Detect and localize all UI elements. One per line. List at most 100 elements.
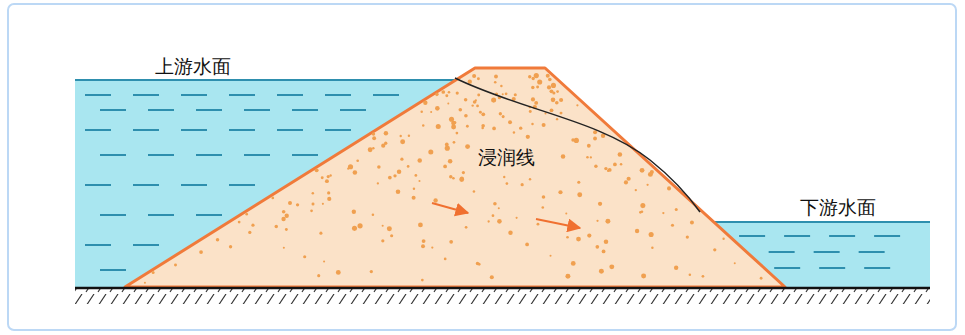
sand-dot [453, 141, 456, 144]
sand-dot [377, 182, 379, 184]
sand-dot [472, 74, 476, 78]
sand-dot [641, 210, 644, 213]
seepage-line-label: 浸润线 [478, 147, 535, 168]
sand-dot [574, 138, 579, 143]
sand-dot [390, 234, 393, 237]
sand-dot [271, 197, 274, 200]
sand-dot [620, 163, 623, 166]
sand-dot [478, 263, 481, 266]
sand-dot [508, 231, 512, 235]
water-dash [181, 129, 207, 131]
sand-dot [285, 228, 288, 231]
sand-dot [431, 246, 433, 248]
sand-dot [144, 282, 146, 284]
sand-dot [238, 221, 241, 224]
sand-dot [513, 131, 515, 133]
water-dash [292, 109, 318, 111]
sand-dot [421, 244, 425, 248]
sand-dot [534, 101, 538, 105]
sand-dot [296, 203, 299, 206]
water-dash [859, 251, 885, 253]
sand-dot [356, 159, 359, 162]
sand-dot [418, 180, 420, 182]
sand-dot [396, 189, 401, 194]
sand-dot [325, 179, 329, 183]
sand-dot [471, 104, 473, 106]
sand-dot [387, 226, 392, 231]
sand-dot [393, 174, 396, 177]
sand-dot [453, 121, 456, 124]
sand-dot [352, 210, 356, 214]
sand-dot [646, 184, 648, 186]
sand-dot [531, 86, 534, 89]
sand-dot [465, 144, 470, 149]
sand-dot [492, 127, 496, 131]
sand-dot [555, 101, 559, 105]
sand-dot [418, 223, 423, 228]
sand-dot [550, 255, 552, 257]
sand-dot [460, 176, 464, 180]
sand-dot [477, 77, 480, 80]
sand-dot [541, 206, 544, 209]
sand-dot [689, 274, 692, 277]
sand-dot [377, 165, 381, 169]
ground-line [75, 287, 930, 290]
water-dash [133, 94, 159, 96]
sand-dot [546, 74, 550, 78]
sand-dot [317, 274, 320, 277]
sand-dot [550, 108, 554, 112]
sand-dot [674, 266, 678, 270]
sand-dot [607, 170, 609, 172]
sand-dot [537, 79, 542, 84]
water-dash [229, 94, 255, 96]
water-dash [133, 184, 159, 186]
water-dash [148, 214, 174, 216]
sand-dot [608, 168, 612, 172]
sand-dot [491, 98, 496, 103]
sand-dot [594, 165, 597, 168]
sand-dot [556, 118, 558, 120]
sand-dot [571, 261, 576, 266]
sand-dot [275, 225, 278, 228]
sand-dot [604, 167, 607, 170]
sand-dot [713, 248, 716, 251]
sand-dot [477, 93, 480, 96]
water-dash [100, 109, 126, 111]
sand-dot [310, 209, 313, 212]
water-dash [148, 154, 174, 156]
sand-dot [702, 275, 705, 278]
sand-dot [595, 245, 599, 249]
sand-dot [558, 190, 562, 194]
sand-dot [635, 189, 637, 191]
sand-dot [493, 202, 497, 206]
sand-dot [605, 219, 610, 224]
sand-dot [282, 210, 286, 214]
sand-dot [525, 243, 529, 247]
sand-dot [368, 147, 373, 152]
water-dash [85, 94, 111, 96]
water-dash [244, 109, 270, 111]
sand-dot [635, 229, 639, 233]
sand-dot [576, 237, 581, 242]
sand-dot [505, 92, 508, 95]
water-level-label: 上游水面 [155, 56, 231, 77]
sand-dot [435, 106, 440, 111]
water-dash [340, 109, 366, 111]
sand-dot [400, 135, 402, 137]
sand-dot [686, 235, 689, 238]
sand-dot [321, 176, 324, 179]
sand-dot [382, 225, 384, 227]
sand-dot [560, 112, 563, 115]
sand-dot [576, 104, 578, 106]
sand-dot [436, 124, 441, 129]
sand-dot [526, 135, 530, 139]
sand-dot [283, 247, 285, 249]
sand-dot [433, 198, 437, 202]
sand-dot [542, 123, 546, 127]
sand-dot [370, 270, 373, 273]
water-dash [100, 154, 126, 156]
water-dash [829, 235, 855, 237]
sand-dot [251, 224, 254, 227]
sand-dot [353, 170, 358, 175]
sand-dot [577, 192, 582, 197]
